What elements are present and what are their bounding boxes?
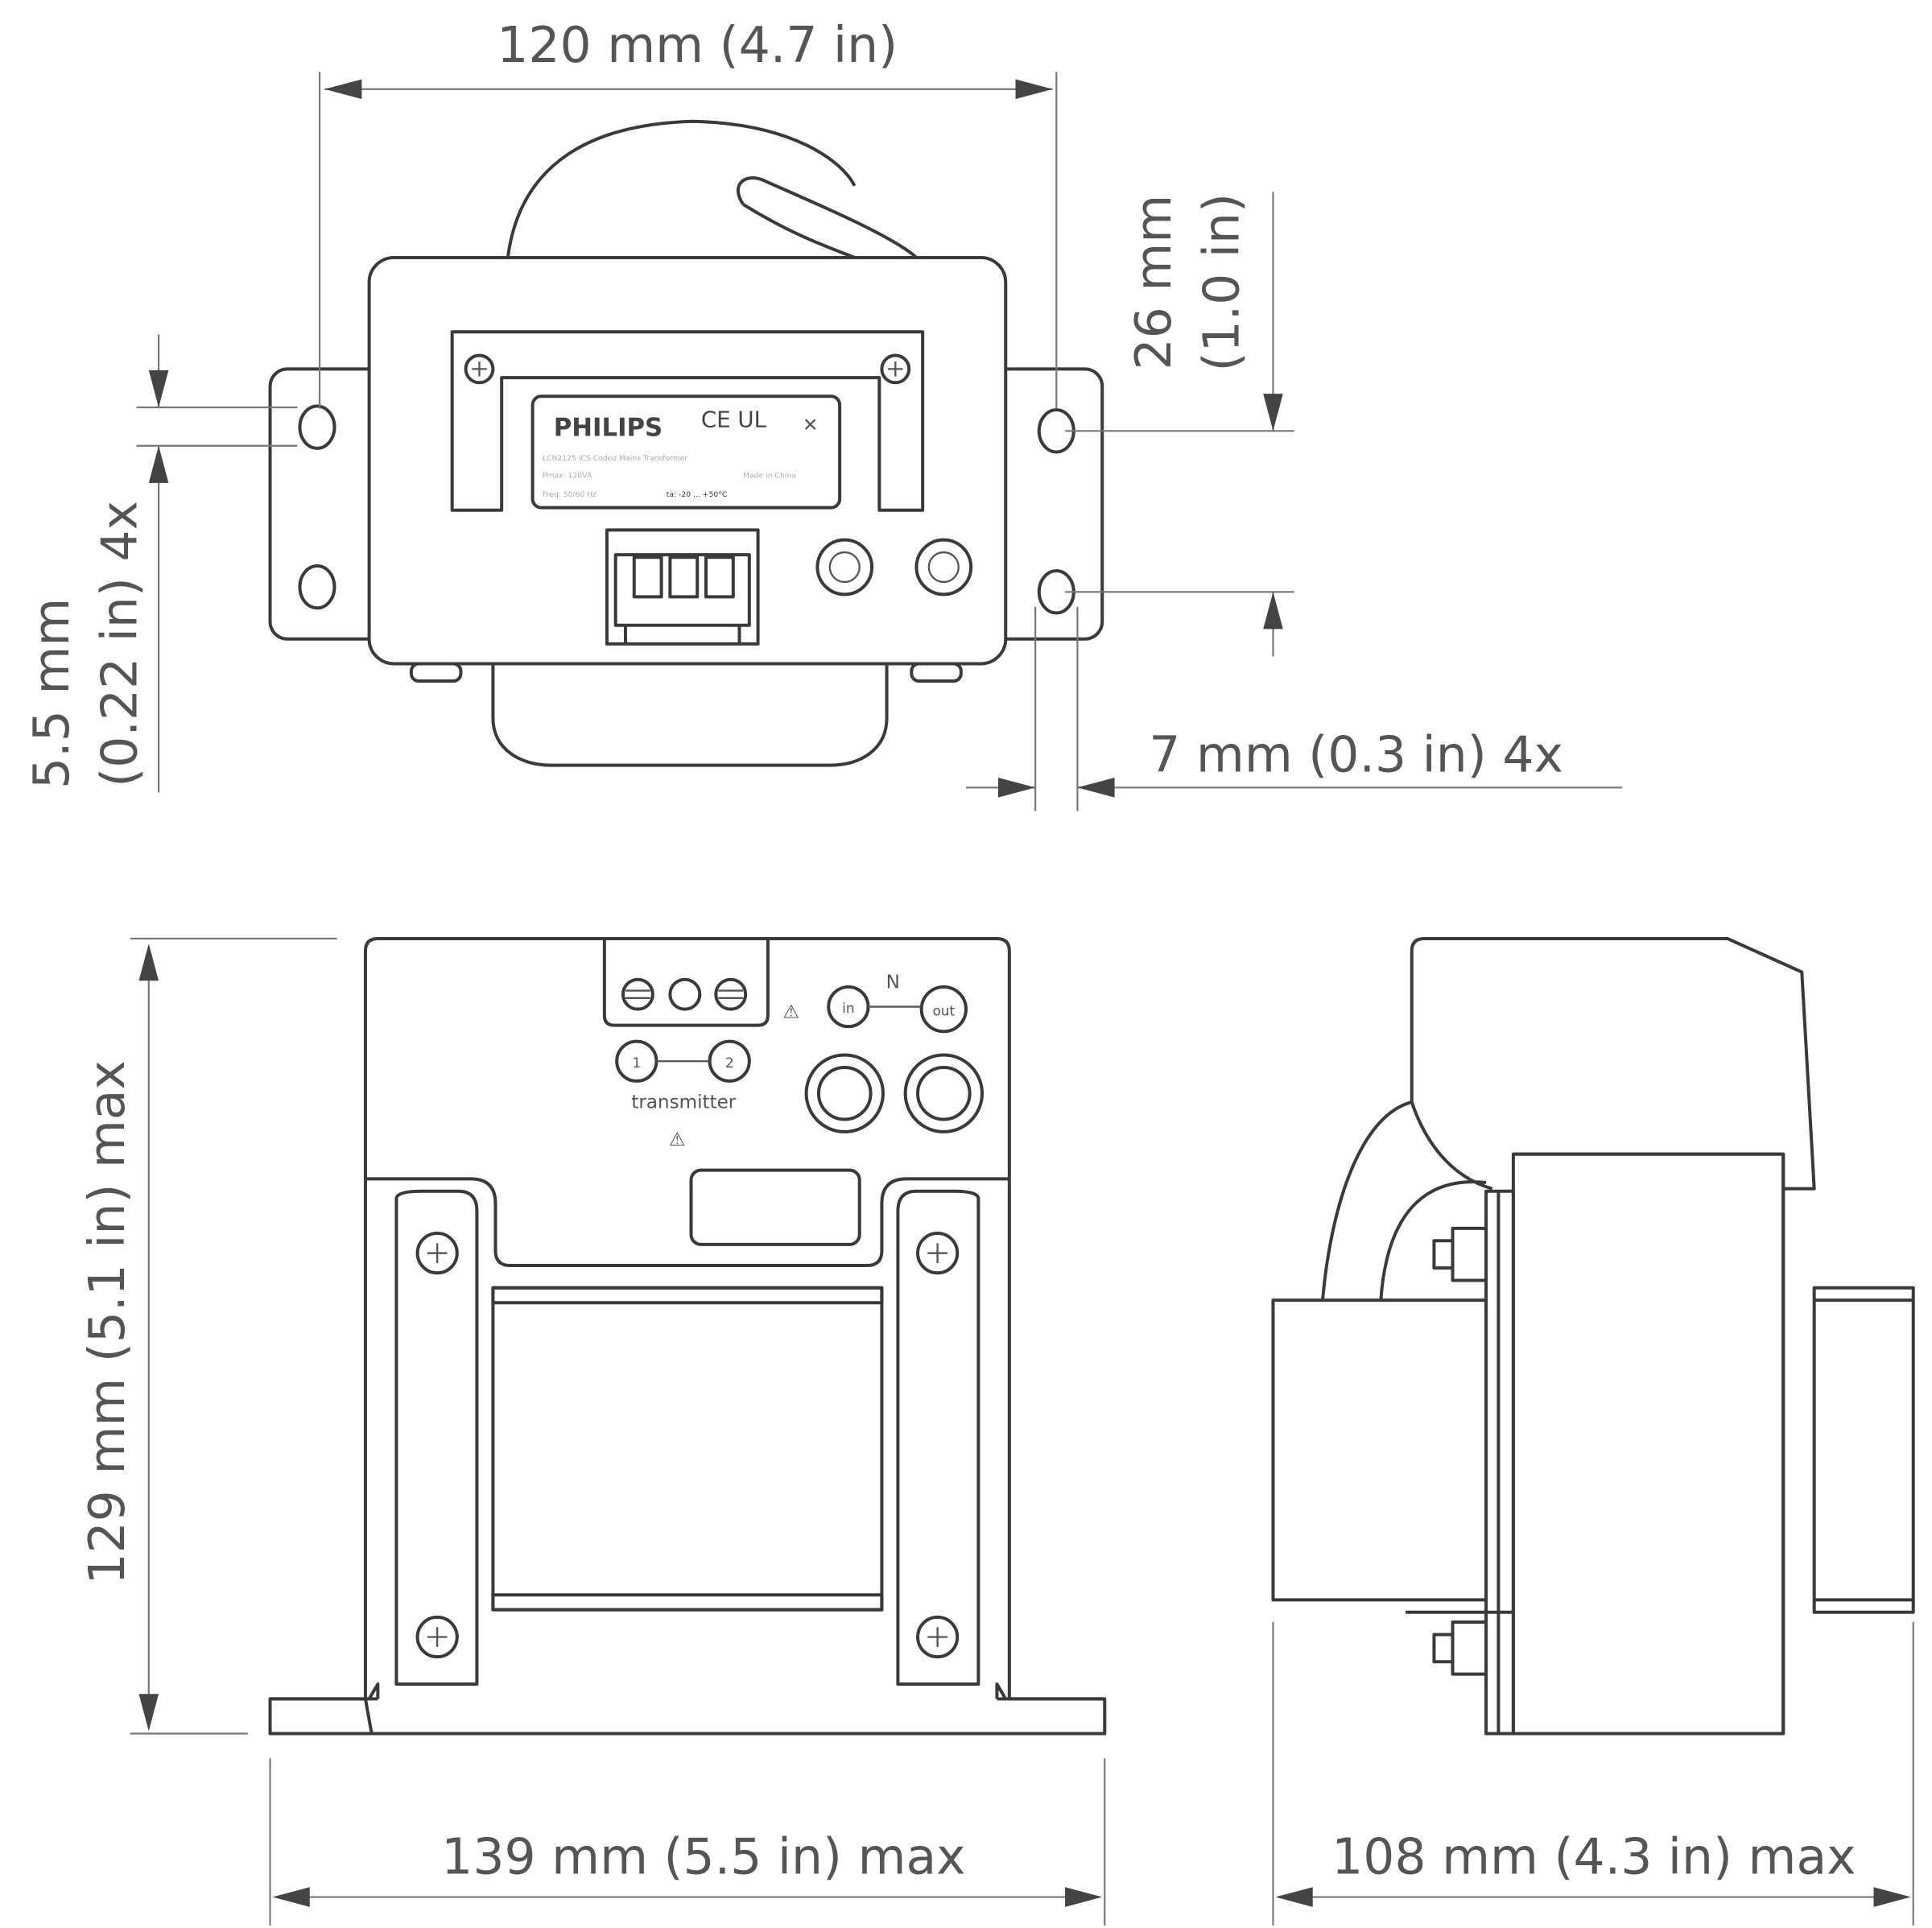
mount-hole: [298, 404, 336, 450]
bracket-left: [394, 1189, 479, 1686]
rating-label: [530, 394, 842, 510]
screw-icon: [916, 1232, 960, 1275]
dim-mount-spacing-mm: 26 mm: [1125, 195, 1183, 370]
philips-logo: PHILIPS: [554, 413, 663, 442]
dim-hole-dia-mm: 5.5 mm: [23, 598, 80, 789]
in-label: in: [842, 1000, 854, 1016]
warning-icon: ⚠: [782, 1001, 799, 1022]
dimension-lines-side: 108 mm (4.3 in) max: [1272, 1622, 1914, 1926]
label-line: Pmax: 120VA: [543, 472, 592, 481]
terminal-2-label: 2: [725, 1055, 734, 1071]
weee-bin-icon: ✕: [803, 415, 818, 436]
coil-top: [506, 119, 857, 258]
out-label: out: [932, 1002, 955, 1018]
foot-left: [409, 662, 463, 683]
cable: [737, 176, 918, 259]
screw-icon: [916, 1615, 960, 1659]
screw-icon: [464, 353, 495, 385]
screw-icon: [415, 1615, 459, 1659]
mount-hole: [298, 564, 336, 610]
cable-gland: [804, 1053, 885, 1133]
core-lamination: [1812, 1286, 1915, 1614]
cable-side: [1321, 951, 1493, 1301]
top-view: PHILIPS CE UL ✕ LCN2125 ICS Coded Mains …: [268, 119, 1104, 767]
dim-top-width: 120 mm (4.7 in): [497, 16, 898, 74]
terminal-block: [605, 528, 760, 646]
screw-icon: [880, 353, 911, 385]
label-line: Freq: 50/60 Hz: [543, 490, 597, 499]
dim-mount-spacing-in: (1.0 in): [1192, 193, 1250, 371]
coil-side: [1271, 1298, 1488, 1602]
ce-ul-marks: CE UL: [701, 407, 767, 433]
label-line: Made in China: [743, 472, 796, 481]
terminal-1-label: 1: [632, 1055, 641, 1071]
dim-height: 129 mm (5.1 in) max: [78, 1060, 136, 1584]
foot-right: [910, 662, 963, 683]
core: [491, 1286, 884, 1612]
top-terminal: [602, 938, 770, 1027]
neutral-label: N: [886, 972, 900, 993]
label-line: LCN2125 ICS Coded Mains Transformer: [543, 454, 687, 463]
front-view: ⚠ in out N 1 2 transmitter ⚠: [268, 936, 1107, 1736]
label-line: ta: -20 ... +50°C: [667, 490, 728, 499]
dim-hole-width: 7 mm (0.3 in) 4x: [1149, 725, 1563, 783]
window: [689, 1168, 861, 1246]
dimension-lines-top: 120 mm (4.7 in) 26 mm (1.0 in) 5.5 mm (0…: [23, 16, 1623, 811]
cable-gland: [903, 1053, 984, 1133]
coil-bottom: [491, 663, 889, 767]
bracket-right: [896, 1189, 980, 1686]
core-side: [1511, 1152, 1785, 1736]
label-frame: [450, 330, 925, 512]
side-housing: [1410, 936, 1816, 1191]
dim-front-width: 139 mm (5.5 in) max: [441, 1827, 965, 1885]
warning-icon: ⚠: [669, 1129, 686, 1150]
cable-gland: [815, 538, 874, 597]
bracket: [365, 1177, 1009, 1268]
dim-side-depth: 108 mm (4.3 in) max: [1331, 1827, 1856, 1885]
dimension-lines-front: 129 mm (5.1 in) max 139 mm (5.5 in) max: [78, 937, 1106, 1926]
side-view: [1271, 936, 1915, 1736]
screw-icon: [415, 1232, 459, 1275]
cable-gland: [914, 538, 973, 597]
transmitter-label: transmitter: [631, 1092, 736, 1113]
front-housing: [268, 936, 1107, 1736]
dim-hole-dia-in: (0.22 in) 4x: [90, 501, 148, 787]
housing: [367, 255, 1008, 666]
